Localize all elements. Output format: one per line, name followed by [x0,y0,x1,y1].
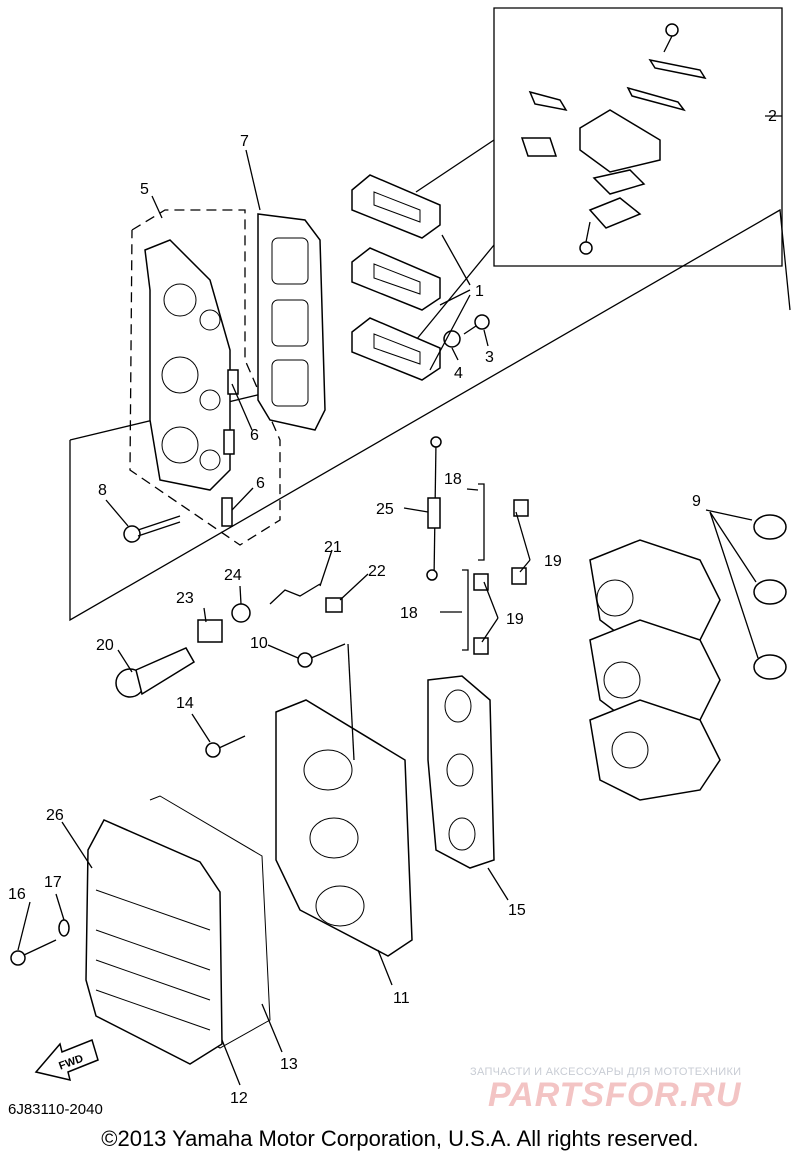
callout-4: 4 [454,365,463,382]
callout-11: 11 [393,990,410,1007]
callout-2: 2 [768,108,777,125]
carburetors [589,539,721,801]
callout-23: 23 [176,590,194,607]
callout-10: 10 [250,635,268,652]
callout-6a: 6 [250,427,259,444]
callout-16: 16 [8,886,26,903]
bolt-part-8 [123,515,181,543]
gasket-part-15 [427,675,495,869]
callout-8: 8 [98,482,107,499]
callout-5: 5 [140,181,149,198]
cover-part-26 [85,795,271,1065]
leader-lines [17,149,759,1086]
callout-19b: 19 [506,611,524,628]
screw-part-3 [474,314,490,330]
callout-26: 26 [46,807,64,824]
callout-22: 22 [368,563,386,580]
callout-18a: 18 [444,471,462,488]
callout-21: 21 [324,539,342,556]
clips-part-9 [753,514,787,680]
callout-19a: 19 [544,553,562,570]
callout-13: 13 [280,1056,298,1073]
bolt-part-16 [10,919,70,966]
linkage-parts [426,436,529,655]
callout-18b: 18 [400,605,418,622]
reed-valves [351,174,441,381]
callout-3: 3 [485,349,494,366]
watermark-brand: PARTSFOR.RU [488,1076,742,1114]
callout-15: 15 [508,902,526,919]
callout-9: 9 [692,493,701,510]
callout-20: 20 [96,637,114,654]
callout-24: 24 [224,567,242,584]
callout-14: 14 [176,695,194,712]
silencer-part-11 [275,699,413,957]
callout-labels: 1 2 3 4 5 6 6 7 8 9 10 11 12 13 14 15 16… [8,108,777,1107]
diagram-code: 6J83110-2040 [8,1101,103,1118]
choke-parts [115,583,343,698]
gasket-part-7 [257,213,326,431]
callout-17: 17 [44,874,62,891]
watermark-tagline: ЗАПЧАСТИ И АКСЕССУАРЫ ДЛЯ МОТОТЕХНИКИ [470,1066,742,1078]
reed-valve-inset [415,7,783,341]
callout-25: 25 [376,501,394,518]
intake-manifold [129,209,281,546]
forward-arrow-icon: FWD [34,1038,99,1082]
bolts-10-14 [205,643,346,758]
callout-6b: 6 [256,475,265,492]
copyright-notice: ©2013 Yamaha Motor Corporation, U.S.A. A… [101,1126,699,1151]
callout-12: 12 [230,1090,248,1107]
callout-7: 7 [240,133,249,150]
callout-1: 1 [475,283,484,300]
